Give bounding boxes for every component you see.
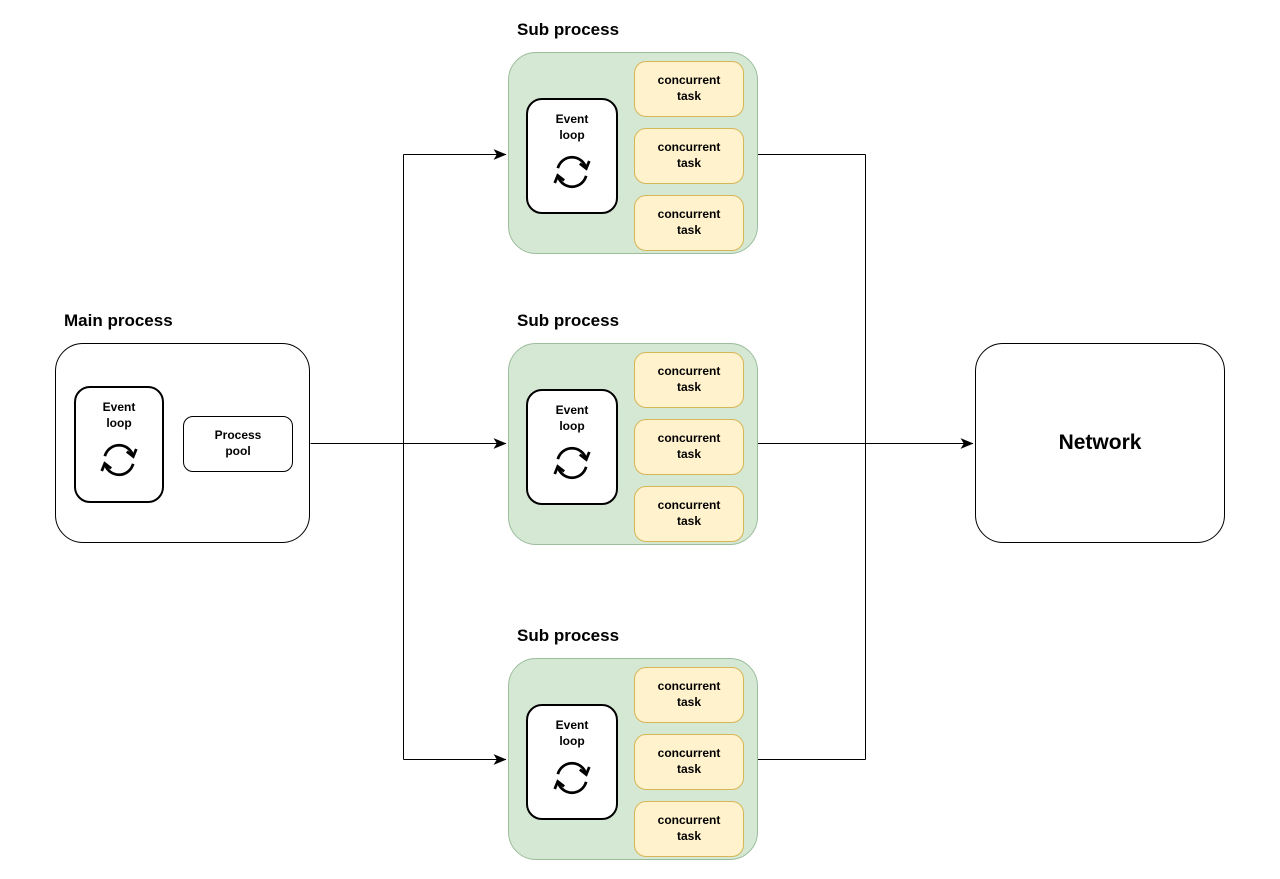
concurrent-task-label: concurrent task	[657, 431, 721, 461]
concurrent-task-label: concurrent task	[657, 679, 721, 709]
concurrent-task-label: concurrent task	[657, 746, 721, 776]
sub-process-box: Event loop concurrent task concurrent ta…	[508, 658, 758, 860]
sub-process-title: Sub process	[517, 20, 620, 39]
event-loop-box: Event loop	[526, 98, 618, 214]
concurrent-task-label: concurrent task	[657, 207, 721, 237]
main-process-group: Main process Event loop Process pool	[55, 311, 310, 543]
concurrent-task: concurrent task	[634, 419, 744, 475]
event-loop-cycle-icon	[553, 156, 591, 189]
event-loop-box: Event loop	[526, 704, 618, 820]
concurrent-task-label: concurrent task	[657, 140, 721, 170]
concurrent-task: concurrent task	[634, 734, 744, 790]
event-loop-cycle-icon	[553, 447, 591, 480]
sub-process-title: Sub process	[517, 311, 620, 330]
event-loop-label: Event loop	[102, 400, 136, 430]
concurrent-task: concurrent task	[634, 667, 744, 723]
event-loop-label: Event loop	[555, 718, 589, 748]
concurrent-task: concurrent task	[634, 195, 744, 251]
network-box: Network	[975, 343, 1225, 543]
event-loop-label: Event loop	[555, 112, 589, 142]
sub-process-box: Event loop concurrent task concurrent ta…	[508, 343, 758, 545]
task-column: concurrent task concurrent task concurre…	[634, 61, 744, 251]
concurrent-task-label: concurrent task	[657, 364, 721, 394]
event-loop-cycle-icon	[100, 444, 138, 477]
concurrent-task: concurrent task	[634, 352, 744, 408]
concurrent-task: concurrent task	[634, 801, 744, 857]
sub-process-title: Sub process	[517, 626, 620, 645]
sub-process-box: Event loop concurrent task concurrent ta…	[508, 52, 758, 254]
concurrent-task-label: concurrent task	[657, 73, 721, 103]
main-process-title: Main process	[64, 311, 173, 330]
event-loop-box: Event loop	[526, 389, 618, 505]
event-loop-label: Event loop	[555, 403, 589, 433]
task-column: concurrent task concurrent task concurre…	[634, 352, 744, 542]
process-pool-label: Process pool	[214, 428, 262, 458]
process-pool-box: Process pool	[183, 416, 293, 472]
concurrent-task-label: concurrent task	[657, 813, 721, 843]
sub-process-group-2: Sub process Event loop concurrent task c…	[508, 311, 758, 545]
concurrent-task-label: concurrent task	[657, 498, 721, 528]
concurrent-task: concurrent task	[634, 61, 744, 117]
main-process-box: Event loop Process pool	[55, 343, 310, 543]
sub-process-group-3: Sub process Event loop concurrent task c…	[508, 626, 758, 860]
event-loop-cycle-icon	[553, 762, 591, 795]
task-column: concurrent task concurrent task concurre…	[634, 667, 744, 857]
event-loop-box: Event loop	[74, 386, 164, 503]
network-label: Network	[1058, 431, 1142, 454]
sub-process-group-1: Sub process Event loop concurrent task c…	[508, 20, 758, 254]
concurrent-task: concurrent task	[634, 128, 744, 184]
network-group: Network	[975, 343, 1225, 543]
concurrent-task: concurrent task	[634, 486, 744, 542]
